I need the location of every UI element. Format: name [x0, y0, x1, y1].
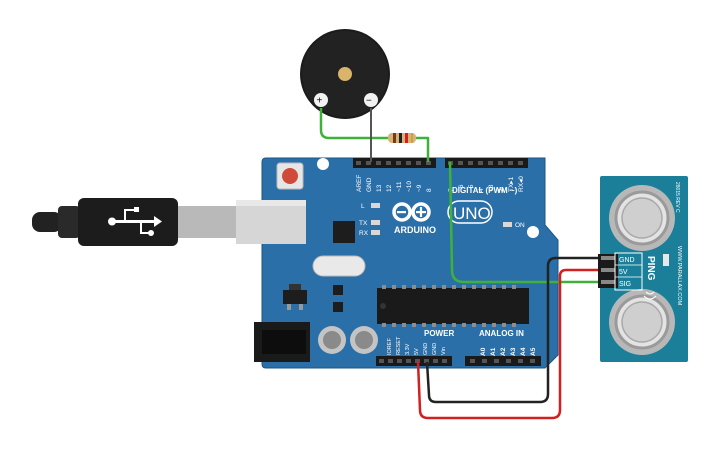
- pin-label: ~6: [458, 184, 465, 192]
- pin-label: AREF: [356, 175, 363, 192]
- digital-header-right: [445, 158, 528, 168]
- power-label: POWER: [424, 329, 454, 338]
- led-label: L: [361, 203, 365, 210]
- capacitors: [318, 326, 378, 354]
- brand-label: ARDUINO: [394, 225, 436, 235]
- on-led: [503, 222, 512, 227]
- analog-label: ANALOG IN: [479, 329, 524, 338]
- voltage-regulator: [283, 290, 307, 304]
- ping-ultrasonic-sensor[interactable]: GND 5V SIG PING WWW.PARALLAX.COM 28015 R…: [598, 176, 688, 362]
- sensor-rev: 28015 REV C: [674, 182, 680, 213]
- wire-green-buzzer: [319, 108, 388, 140]
- pin-label: 2: [498, 188, 505, 192]
- pin-label: A5: [530, 347, 537, 356]
- pin-label: ~11: [396, 181, 403, 192]
- atmega-chip: [377, 288, 529, 324]
- piezo-buzzer[interactable]: + −: [300, 29, 390, 119]
- status-leds: L TX RX: [359, 203, 380, 237]
- pin-label: A2: [500, 347, 507, 356]
- buzzer-plus-label: +: [317, 96, 323, 107]
- sensor-name: PING: [645, 256, 656, 281]
- sensor-pin-label: SIG: [619, 281, 631, 288]
- pin-label: 3.3V: [405, 343, 411, 355]
- pin-label: 13: [376, 184, 383, 192]
- pin-label: TX▸1: [508, 176, 515, 192]
- pin-label: GND: [423, 343, 429, 355]
- usb-chip: [333, 221, 355, 243]
- wire-green-sig: [448, 161, 598, 284]
- uno-badge: [447, 200, 493, 224]
- analog-header: [465, 356, 541, 366]
- usb-icon: [108, 207, 162, 236]
- sensor-pin-label: GND: [619, 257, 635, 264]
- pin-label: Vin: [441, 347, 447, 355]
- arduino-logo: [392, 202, 431, 222]
- mount-hole: [317, 158, 329, 170]
- usb-jack: [236, 200, 306, 244]
- sound-wave-icon: [643, 291, 657, 300]
- pin-label: A0: [480, 347, 487, 356]
- pin-label: ~3: [488, 184, 495, 192]
- pin-label: A4: [520, 347, 527, 356]
- power-header: [376, 356, 452, 366]
- pin-label: ~9: [416, 184, 423, 192]
- pin-label: RX◂0: [518, 176, 525, 192]
- pin-label: ~5: [468, 184, 475, 192]
- pin-label: 8: [426, 188, 433, 192]
- wire-green-pin9: [416, 136, 430, 162]
- pin-label: A3: [510, 347, 517, 356]
- sensor-url: WWW.PARALLAX.COM: [676, 246, 682, 306]
- led-label: TX: [359, 220, 368, 227]
- on-label: ON: [515, 222, 525, 229]
- pin-label: ~10: [406, 181, 413, 192]
- sensor-led: [663, 254, 669, 266]
- pin-label: 5V: [414, 348, 420, 355]
- wires: [319, 108, 598, 420]
- crystal-oscillator: [312, 255, 366, 277]
- wire-red-5v: [416, 268, 598, 420]
- mount-hole: [527, 226, 539, 238]
- pin-label: 12: [386, 184, 393, 192]
- pin-label: IOREF: [387, 338, 393, 355]
- wire-black-gnd: [425, 256, 598, 404]
- pin-label: GND: [366, 177, 373, 192]
- reset-button[interactable]: [276, 162, 304, 190]
- pin-label: A1: [490, 347, 497, 356]
- pin-label: GND: [432, 343, 438, 355]
- sensor-pin-label: 5V: [619, 269, 628, 276]
- buzzer-minus-label: −: [366, 96, 372, 107]
- arduino-board[interactable]: AREF GND 13 12 ~11 ~10 ~9 8 7 ~6 ~5 4 ~3…: [236, 157, 559, 369]
- digital-header-left: [353, 158, 436, 168]
- pin-label: 4: [478, 188, 485, 192]
- led-label: RX: [359, 230, 369, 237]
- pin-label: RESET: [396, 336, 402, 355]
- digital-header-label: DIGITAL (PWM ~): [452, 186, 518, 195]
- model-label: UNO: [453, 204, 491, 223]
